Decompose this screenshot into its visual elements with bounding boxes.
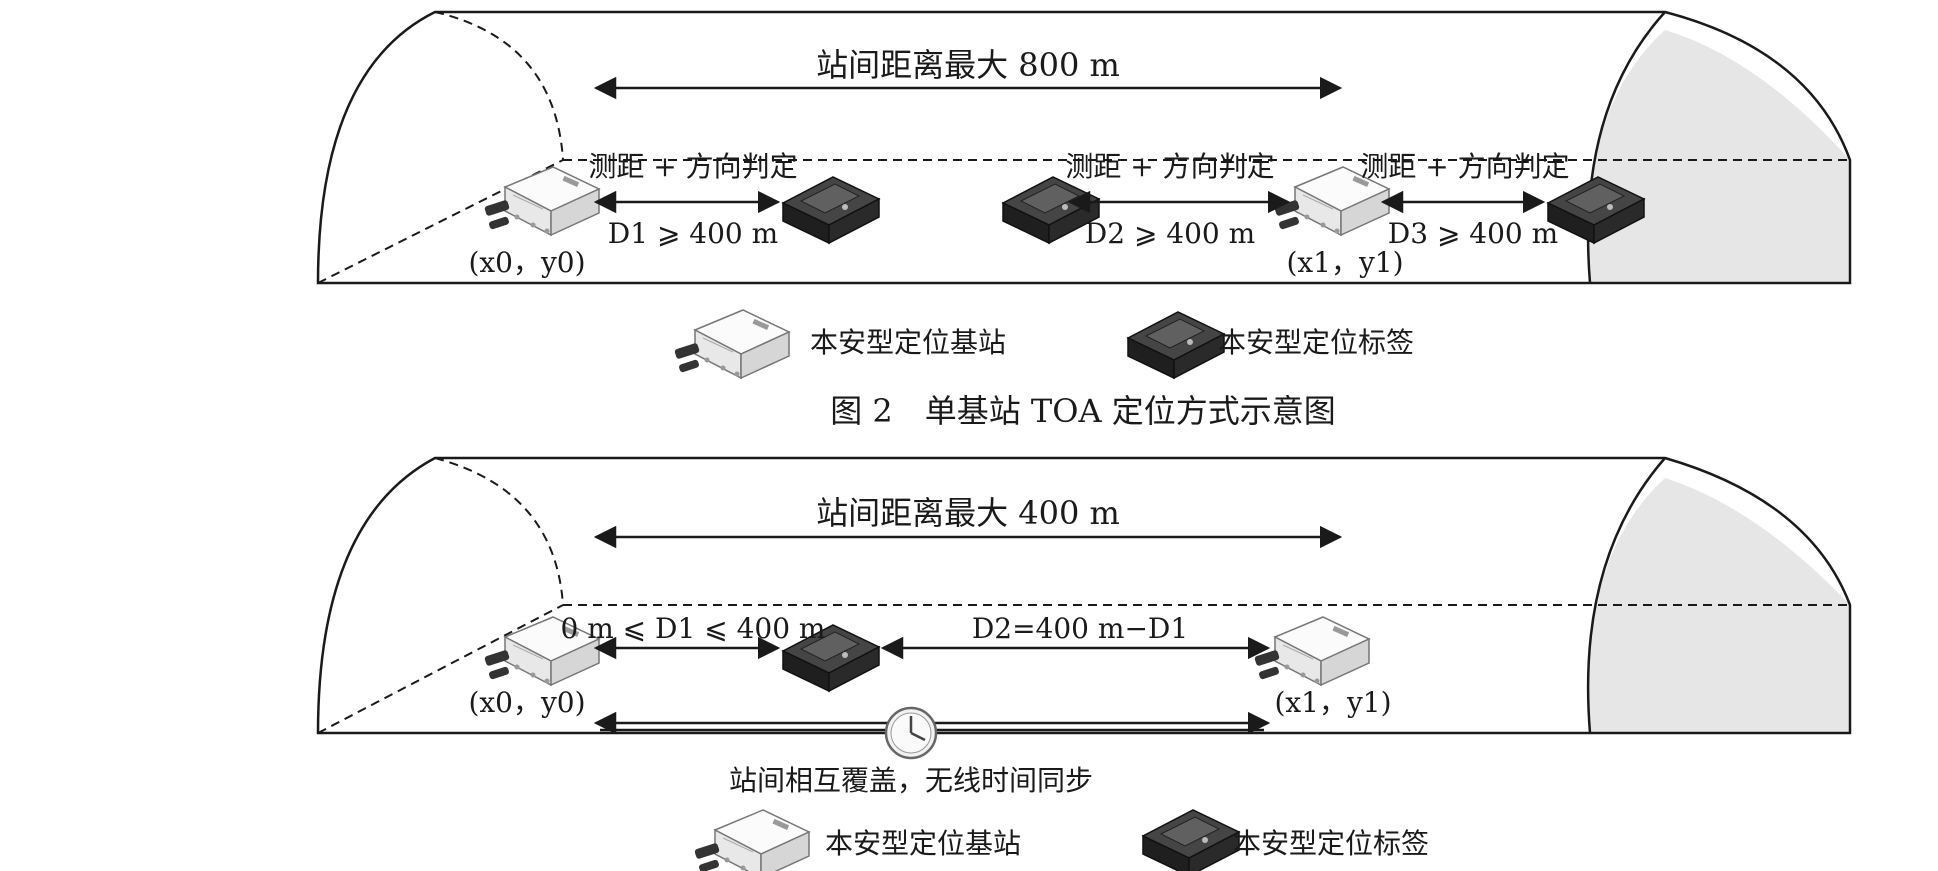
base-station-icon xyxy=(693,809,810,871)
figure-caption: 图 2 单基站 TOA 定位方式示意图 xyxy=(830,392,1336,430)
max-distance-label: 站间距离最大 400 m xyxy=(816,494,1120,532)
ranging-label: 测距 + 方向判定 xyxy=(1360,150,1569,183)
tunnel-2-entrance-arch xyxy=(434,457,564,606)
positioning-tag-icon xyxy=(782,176,880,244)
base-station-icon xyxy=(483,166,600,236)
station-coordinate: (x1，y1) xyxy=(1274,686,1391,719)
legend-1: 本安型定位基站 本安型定位标签 xyxy=(673,309,1414,379)
tunnel-1-entrance-arch xyxy=(434,11,564,161)
max-distance-label: 站间距离最大 800 m xyxy=(816,46,1120,84)
base-station-icon xyxy=(1253,616,1370,686)
station-coordinate: (x1，y1) xyxy=(1286,246,1403,279)
legend-tag-label: 本安型定位标签 xyxy=(1233,827,1429,860)
base-station-icon xyxy=(673,309,790,379)
legend-tag-label: 本安型定位标签 xyxy=(1218,326,1414,359)
legend-station-label: 本安型定位基站 xyxy=(825,827,1021,860)
d2-label: D2 ⩾ 400 m xyxy=(1085,217,1255,250)
ranging-label: 测距 + 方向判定 xyxy=(588,150,797,183)
d2-label: D2=400 m−D1 xyxy=(972,612,1188,645)
figure-1: 站间距离最大 800 m 测距 + 方向判定 测距 + 方向判定 测距 + 方向… xyxy=(316,10,1852,430)
d1-label: 0 m ⩽ D1 ⩽ 400 m xyxy=(561,612,826,645)
legend-station-label: 本安型定位基站 xyxy=(810,326,1006,359)
positioning-tag-icon xyxy=(1142,809,1240,871)
tunnel-2-right-arch xyxy=(1586,457,1666,734)
ranging-label: 测距 + 方向判定 xyxy=(1065,150,1274,183)
legend-2: 本安型定位基站 本安型定位标签 xyxy=(693,809,1429,871)
d3-label: D3 ⩾ 400 m xyxy=(1388,217,1558,250)
tunnel-2-entrance-floor xyxy=(317,604,564,734)
tunnel-2-outline xyxy=(316,456,1852,735)
tunnel-1-right-end xyxy=(1588,30,1850,283)
figure-2: 站间距离最大 400 m 0 m ⩽ D1 ⩽ 400 m D2=400 m−D… xyxy=(316,456,1852,871)
station-coordinate: (x0，y0) xyxy=(468,246,585,279)
sync-label: 站间相互覆盖，无线时间同步 xyxy=(729,764,1093,797)
station-coordinate: (x0，y0) xyxy=(468,686,585,719)
clock-icon xyxy=(884,706,938,760)
positioning-tag-icon xyxy=(1127,311,1225,379)
d1-label: D1 ⩾ 400 m xyxy=(608,217,778,250)
